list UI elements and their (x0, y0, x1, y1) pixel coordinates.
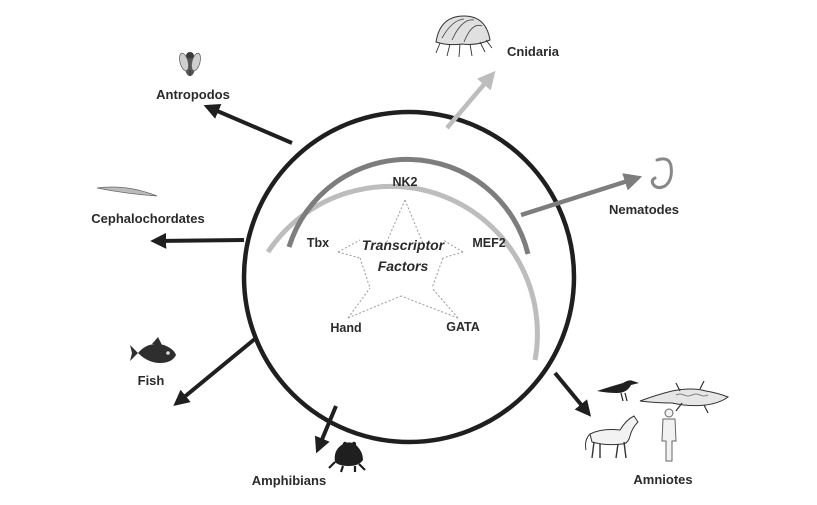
human-icon (661, 408, 677, 462)
arrow-amphibians (314, 405, 338, 454)
center-label-line1: Transcriptor (362, 237, 446, 253)
label-cephalochordates: Cephalochordates (91, 211, 204, 226)
center-label-line2: Factors (378, 258, 429, 274)
arrow-nematodes (520, 173, 643, 218)
fish-icon (130, 337, 176, 363)
worm-icon (650, 157, 673, 190)
label-amniotes: Amniotes (633, 472, 692, 487)
label-antropodos: Antropodos (156, 87, 230, 102)
frog-icon (328, 441, 366, 473)
main-circle (241, 109, 577, 445)
factor-hand: Hand (330, 321, 361, 335)
lizard-icon (639, 380, 730, 414)
lancelet-icon (96, 186, 158, 197)
light-gray-arc (265, 183, 540, 361)
horse-icon (585, 415, 639, 459)
arrow-antropodos (203, 104, 293, 145)
factor-mef2: MEF2 (472, 236, 505, 250)
factor-gata: GATA (446, 320, 480, 334)
label-cnidaria: Cnidaria (507, 44, 560, 59)
label-nematodes: Nematodes (609, 202, 679, 217)
gray-arc (286, 156, 531, 255)
arrow-fish (173, 336, 258, 407)
label-fish: Fish (138, 373, 165, 388)
arrow-amniotes (553, 371, 592, 417)
factor-nk2: NK2 (392, 175, 417, 189)
label-amphibians: Amphibians (252, 473, 326, 488)
bird-icon (597, 380, 639, 402)
factor-tbx: Tbx (307, 236, 329, 250)
arrow-cephalochordates (150, 232, 245, 249)
jellyfish-icon (435, 15, 493, 58)
fly-icon (179, 52, 201, 76)
factor-star (337, 199, 464, 319)
arrow-cnidaria (445, 70, 496, 130)
